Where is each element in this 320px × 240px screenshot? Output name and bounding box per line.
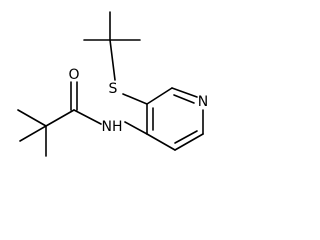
carbonyl-group (70, 81, 78, 111)
ring-bond-c6-c5 (174, 133, 204, 151)
tert-butyl-group-top (83, 11, 141, 81)
amide-nitrogen-atom-label: NH (102, 119, 123, 135)
ring-bond-c3-c2 (146, 87, 173, 105)
ring-nitrogen-atom-label: N (198, 94, 208, 110)
bond-sulfur-to-ring (122, 93, 148, 105)
bond-ring-to-amide-nitrogen (124, 121, 148, 135)
oxygen-atom-label: O (68, 67, 79, 83)
ring-bond-c2-n1 (171, 87, 198, 98)
bond-quaternary-c-to-sulfur (109, 39, 116, 81)
tert-butyl-group-bottom (17, 109, 47, 157)
ring-bond-c5-c4 (146, 133, 176, 151)
bond-amide-nitrogen-to-carbonyl-carbon (73, 109, 102, 125)
bond-quaternary-c-to-methyl-lower-left (19, 125, 47, 142)
ring-double-bond-inner-1 (173, 94, 195, 104)
bond-quaternary-c-to-methyl-upper-left (17, 109, 47, 127)
bond-carbonyl-to-tert-butyl (45, 109, 75, 127)
pyridine-ring (146, 87, 204, 151)
ring-double-bond-inner-2 (174, 130, 198, 144)
sulfur-atom-label: S (109, 81, 118, 97)
chemical-structure: S O N NH (17, 11, 208, 157)
